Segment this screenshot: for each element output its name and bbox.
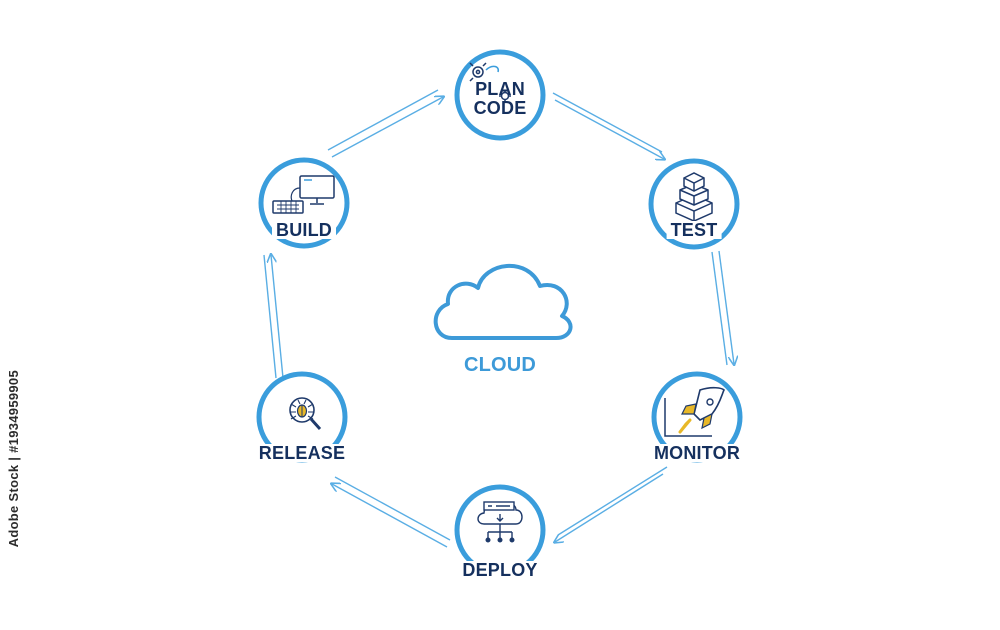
center-label: CLOUD — [463, 354, 537, 376]
node-label-release: RELEASE — [254, 444, 350, 462]
node-label-plan: PLAN — [475, 79, 525, 99]
gears-icon — [469, 62, 511, 102]
stock-watermark: Adobe Stock | #1934959905 — [6, 370, 21, 548]
node-label-build: BUILD — [272, 221, 336, 239]
rocket-chart-icon — [664, 386, 725, 437]
arrow-build-to-plan — [327, 89, 443, 158]
cloud-icon — [433, 263, 573, 340]
computer-keyboard-icon — [272, 175, 335, 214]
arrow-plan-to-test — [552, 92, 664, 159]
node-label-monitor: MONITOR — [649, 444, 745, 462]
node-label-code: CODE — [473, 97, 527, 118]
arrow-release-to-build — [263, 255, 284, 379]
arrow-deploy-to-release — [332, 476, 451, 548]
cloud-server-icon — [477, 501, 523, 543]
node-label-plan-code: PLAN CODE — [470, 80, 531, 118]
node-label-deploy: DEPLOY — [458, 561, 542, 579]
arrow-test-to-monitor — [711, 250, 734, 365]
bug-magnifier-icon — [289, 397, 322, 431]
stacked-boxes-icon — [675, 172, 713, 222]
arrow-monitor-to-deploy — [555, 466, 668, 542]
node-label-test: TEST — [666, 221, 722, 239]
